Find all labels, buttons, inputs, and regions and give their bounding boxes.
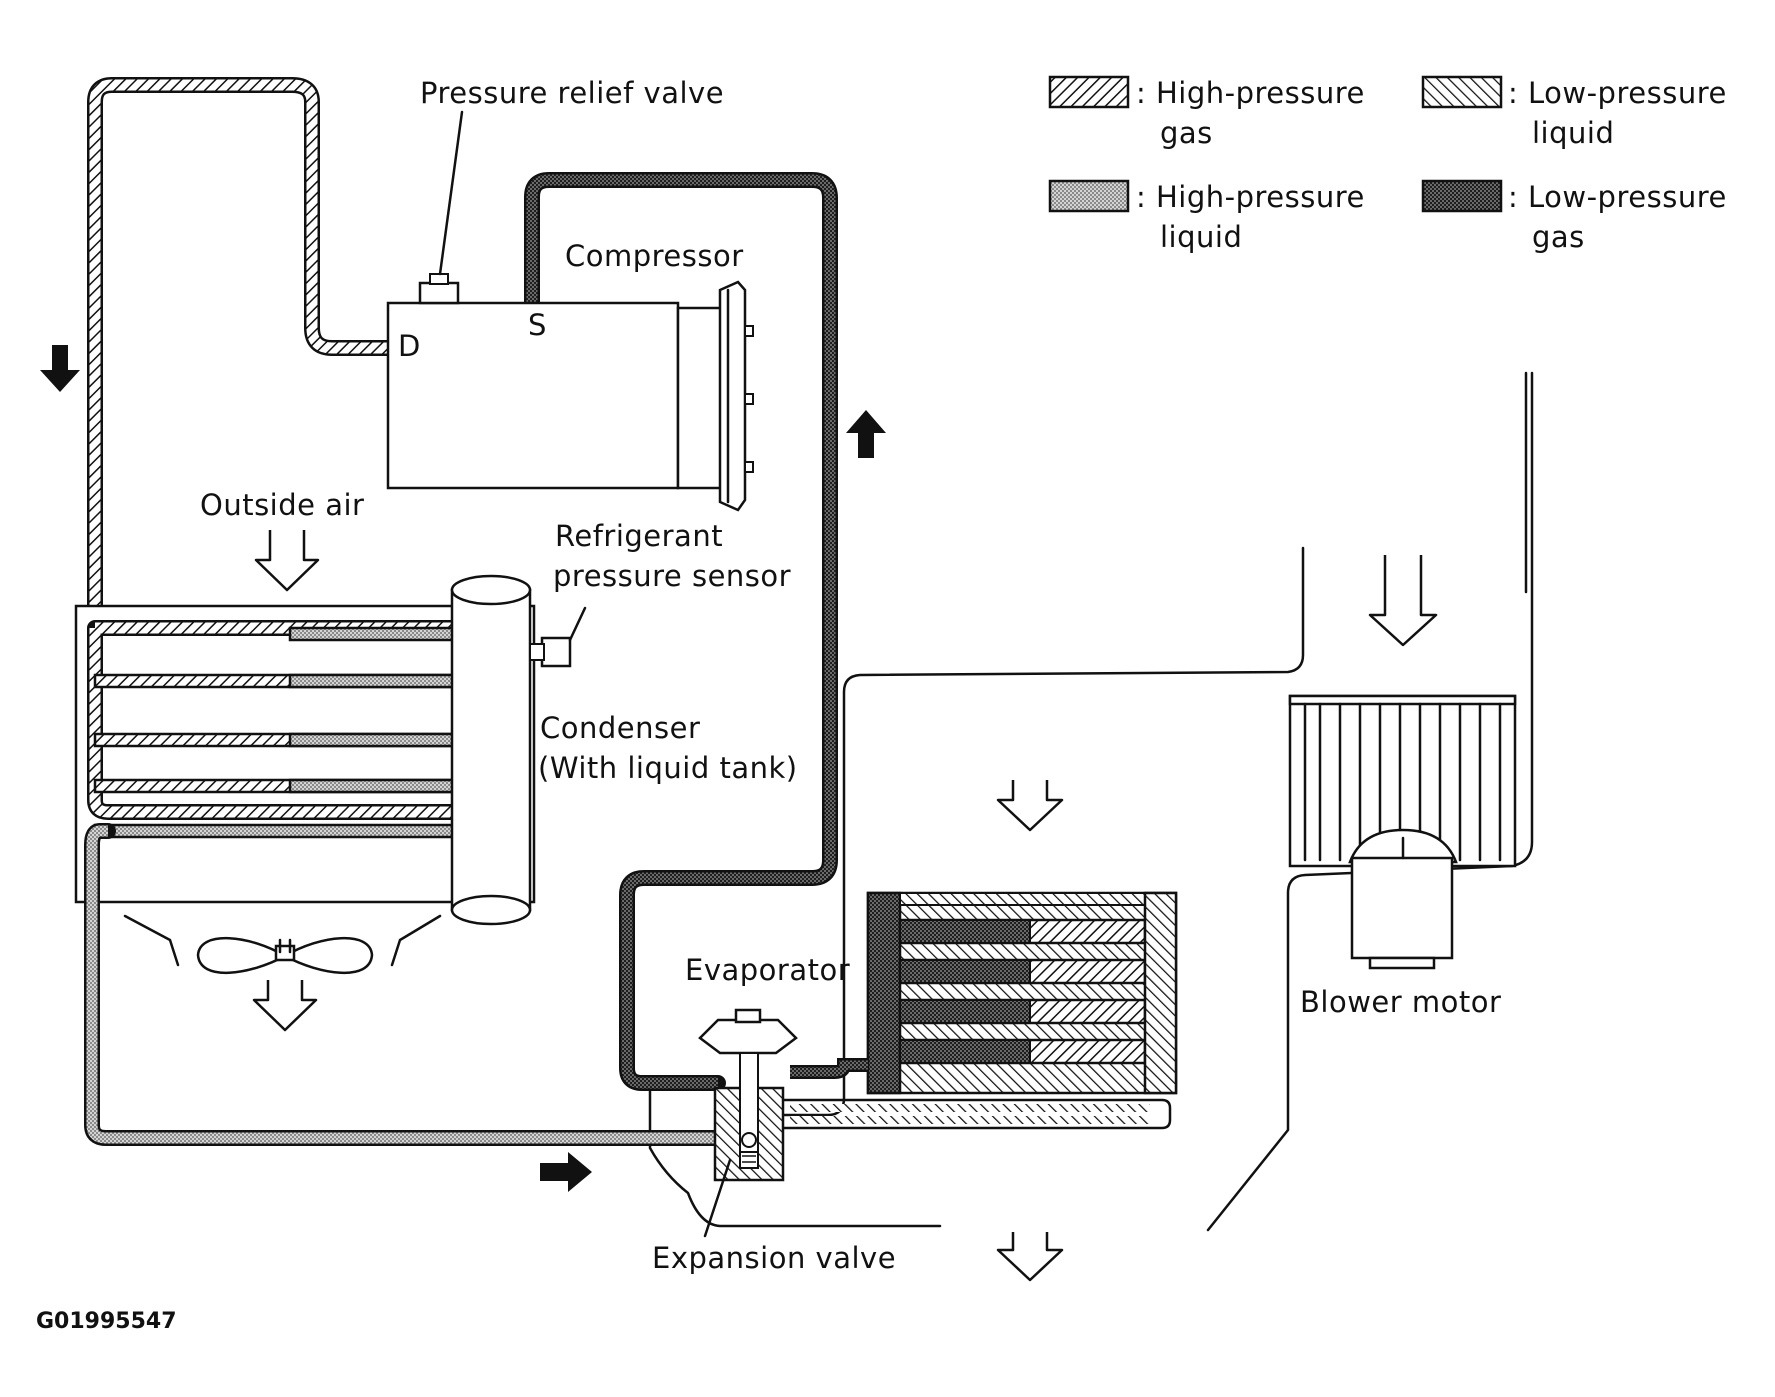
- legend-item-low-pressure-gas: : Low-pressure gas: [1421, 179, 1727, 254]
- legend-label: liquid: [1532, 116, 1614, 150]
- evaporator: [780, 891, 1178, 1130]
- compressor-label: Compressor: [565, 239, 744, 273]
- compressor: D S: [386, 110, 754, 512]
- condenser: [74, 574, 587, 926]
- airflow-arrow-icon: [254, 530, 320, 592]
- high-pressure-liquid-line: [84, 823, 754, 1146]
- legend-label: : Low-pressure: [1508, 180, 1727, 214]
- legend-item-high-pressure-liquid: : High-pressure liquid: [1048, 179, 1365, 254]
- duct-right-wall: [1206, 371, 1534, 1232]
- legend-swatch-high-pressure-liquid: [1048, 179, 1130, 213]
- leader-line: [703, 1158, 732, 1238]
- legend-item-high-pressure-gas: : High-pressure gas: [1048, 75, 1365, 150]
- blower: [1288, 694, 1517, 970]
- flow-arrow-down: [40, 345, 80, 392]
- figure-code: G01995547: [36, 1309, 177, 1334]
- duct-lower-wall: [648, 1083, 942, 1228]
- duct-upper-wall: [758, 546, 1305, 1117]
- discharge-port-label: D: [398, 329, 421, 363]
- discharge-pipe: [87, 77, 400, 636]
- hvac-duct: [648, 371, 1534, 1232]
- condenser-fan: [123, 914, 442, 975]
- liquid-tank: [450, 588, 532, 912]
- legend-swatch-high-pressure-gas: [1048, 75, 1130, 109]
- expansion-valve-label: Expansion valve: [652, 1241, 896, 1275]
- fan-blade: [196, 936, 288, 975]
- suction-port-label: S: [528, 308, 547, 342]
- evaporator-label: Evaporator: [685, 953, 850, 987]
- expansion-valve: [698, 1008, 798, 1238]
- flow-arrows: [40, 345, 886, 1192]
- airflow-arrow-icon: [1368, 555, 1438, 647]
- condenser-label: (With liquid tank): [538, 751, 798, 785]
- refrigerant-pressure-sensor: [529, 606, 587, 668]
- compressor-clutch: [676, 306, 725, 490]
- legend-label: liquid: [1160, 220, 1242, 254]
- legend-item-low-pressure-liquid: : Low-pressure liquid: [1421, 75, 1727, 150]
- fan-blade: [282, 936, 374, 975]
- airflow-arrow-icon: [996, 780, 1064, 832]
- compressor-pulley: [718, 280, 747, 512]
- airflow-arrow-icon: [252, 980, 318, 1032]
- legend-swatch-low-pressure-gas: [1421, 179, 1503, 213]
- leader-line: [438, 110, 464, 276]
- blower-motor: [1350, 856, 1454, 960]
- expansion-valve-diaphragm: [698, 1018, 798, 1055]
- suction-line: [524, 172, 838, 1091]
- legend-label: gas: [1160, 116, 1213, 150]
- pressure-relief-valve-label: Pressure relief valve: [420, 76, 724, 110]
- airflow-arrow-icon: [996, 1232, 1064, 1282]
- legend-label: gas: [1532, 220, 1585, 254]
- legend: : High-pressure gas : Low-pressure liqui…: [1048, 75, 1727, 254]
- pressure-relief-valve: [418, 281, 460, 305]
- outside-air-label: Outside air: [200, 488, 364, 522]
- refrigerant-pressure-sensor-label: pressure sensor: [553, 559, 791, 593]
- refrigerant-pressure-sensor-label: Refrigerant: [555, 519, 723, 553]
- legend-label: : Low-pressure: [1508, 76, 1727, 110]
- flow-arrow-up: [846, 410, 886, 458]
- legend-label: : High-pressure: [1136, 180, 1365, 214]
- legend-swatch-low-pressure-liquid: [1421, 75, 1503, 109]
- airflow-arrows: [252, 530, 1438, 1282]
- flow-arrow-right: [540, 1152, 592, 1192]
- blower-motor-label: Blower motor: [1300, 985, 1501, 1019]
- condenser-label: Condenser: [540, 711, 700, 745]
- legend-label: : High-pressure: [1136, 76, 1365, 110]
